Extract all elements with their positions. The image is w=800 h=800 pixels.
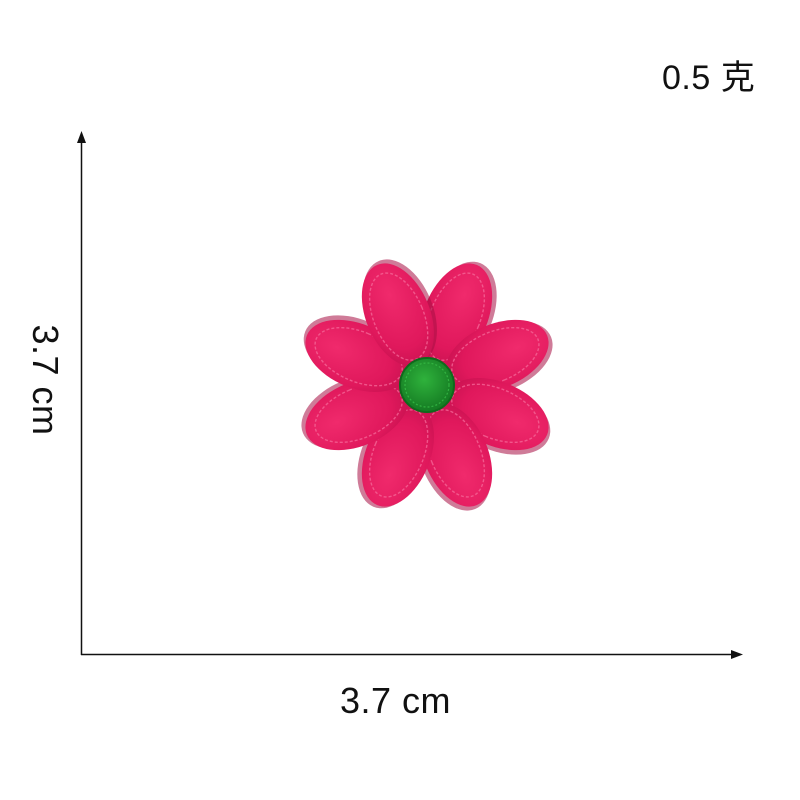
flower-center — [399, 357, 455, 413]
petal — [361, 259, 437, 367]
petal — [417, 403, 493, 511]
horizontal-axis-arrowhead — [731, 650, 743, 659]
embroidered-flower-patch — [301, 259, 553, 511]
petal — [445, 319, 553, 395]
vertical-axis-arrowhead — [77, 131, 86, 143]
flower-petals — [301, 259, 553, 511]
weight-label: 0.5 克 — [662, 59, 756, 97]
petal — [301, 375, 409, 451]
flower-center-stitch — [404, 362, 450, 408]
height-label: 3.7 cm — [25, 324, 66, 436]
width-label: 3.7 cm — [340, 680, 452, 721]
